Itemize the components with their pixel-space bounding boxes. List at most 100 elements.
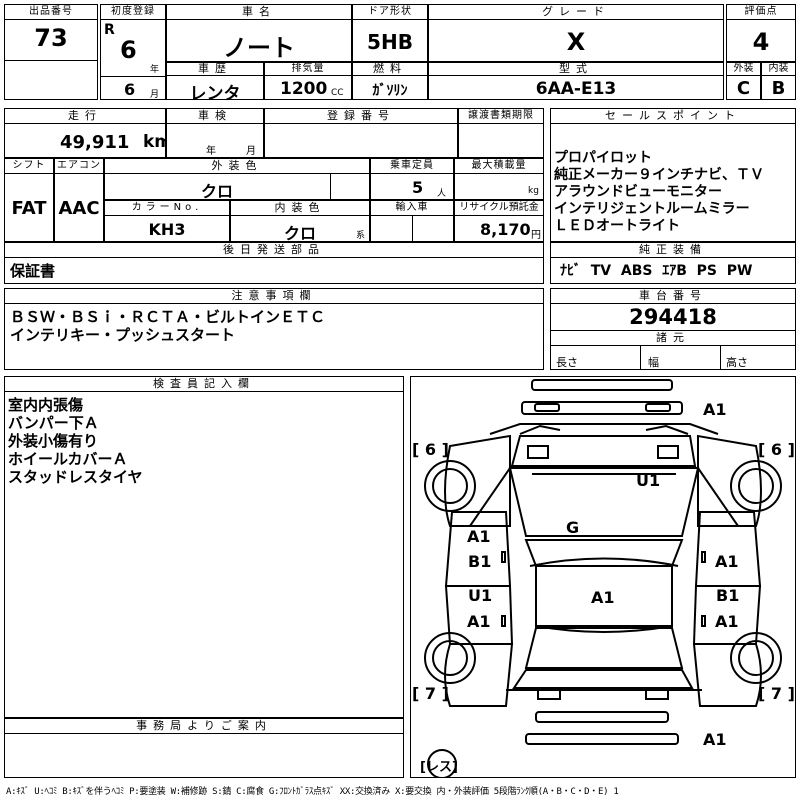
color-label: 外装色 — [104, 158, 370, 174]
score-label: 評価点 — [726, 4, 796, 20]
era: R — [104, 22, 115, 38]
sales-point-line: ＬＥＤオートライト — [554, 218, 680, 234]
displacement: 1200 — [280, 79, 328, 99]
shift: FAT — [11, 198, 47, 219]
interior-color-unit: 系 — [356, 231, 366, 241]
mark-roof: A1 — [591, 588, 615, 607]
mark-hood: U1 — [636, 471, 661, 490]
specs-divider-2 — [720, 346, 721, 370]
year-unit: 年 — [150, 65, 160, 75]
notes-line: ＢＳＷ・ＢＳｉ・ＲＣＴＡ・ビルトインＥＴＣ — [10, 308, 326, 326]
height-label: 高さ — [726, 356, 748, 369]
capacity-label: 乗車定員 — [370, 158, 454, 174]
car-outline-diagram — [424, 379, 782, 778]
inspector-line: バンパー下Ａ — [8, 414, 99, 432]
interior-score: B — [771, 78, 786, 99]
color-no-label: カラーNo. — [104, 200, 230, 216]
import-divider — [412, 216, 413, 242]
interior-color: クロ — [283, 224, 316, 243]
mark-left-front-door-a: A1 — [467, 527, 491, 546]
sales-point-line: プロパイロット — [554, 150, 652, 166]
later-parts-label: 後日発送部品 — [4, 242, 544, 258]
specs-divider-1 — [640, 346, 641, 370]
mark-right-rear-door-b: A1 — [715, 612, 739, 631]
equipment-label: 純正装備 — [550, 242, 796, 258]
front-left-tire-label: [ 6 ] — [412, 440, 449, 459]
notes-line: インテリキー・プッシュスタート — [10, 326, 236, 344]
door-label: ドア形状 — [352, 4, 428, 20]
mark-right-front-door: A1 — [715, 552, 739, 571]
chassis-label: 車台番号 — [550, 288, 796, 304]
front-right-tire-label: [ 6 ] — [758, 440, 795, 459]
fuel: ｶﾞｿﾘﾝ — [372, 83, 408, 99]
exterior-score: C — [736, 78, 751, 99]
ac-label: エアコン — [54, 158, 104, 174]
mileage-label: 走行 — [4, 108, 166, 124]
sales-point-line: インテリジェントルームミラー — [554, 201, 750, 217]
legend: A:ｷｽﾞ U:ﾍｺﾐ B:ｷｽﾞを伴うﾍｺﾐ P:要塗装 W:補修跡 S:錆 … — [6, 787, 619, 797]
first-reg-divider — [100, 76, 166, 77]
inspector-label: 検査員記入欄 — [4, 376, 404, 392]
sales-point-box — [550, 108, 796, 242]
transfer-label: 譲渡書類期限 — [458, 108, 544, 124]
model-label: 型式 — [428, 62, 724, 76]
chassis-number: 294418 — [629, 305, 717, 329]
later-parts: 保証書 — [10, 262, 56, 280]
fuel-label: 燃料 — [352, 62, 428, 76]
recycle-unit: 円 — [531, 230, 541, 241]
color: クロ — [200, 182, 233, 201]
mileage: 49,911 — [60, 132, 130, 153]
registration-month: 6 — [124, 80, 136, 99]
mark-left-rear-door-a: U1 — [468, 586, 493, 605]
sales-point-label: セールスポイント — [550, 108, 796, 124]
sales-point-line: アラウンドビューモニター — [554, 184, 722, 200]
first-registration-label: 初度登録 — [100, 4, 166, 20]
interior-label: 内装 — [761, 62, 796, 76]
mileage-unit: km — [143, 132, 173, 152]
rear-left-tire-label: [ 7 ] — [412, 684, 449, 703]
notes-label: 注意事項欄 — [4, 288, 544, 304]
lot-number: 73 — [34, 24, 68, 52]
lot-divider — [4, 60, 98, 61]
score: 4 — [752, 28, 770, 56]
load-label: 最大積載量 — [454, 158, 544, 174]
inspector-line: スタッドレスタイヤ — [8, 468, 143, 486]
spare-tire-label: [レス] — [420, 760, 458, 775]
inspection-month-unit: 月 — [246, 146, 256, 157]
car-name-label: 車名 — [166, 4, 352, 20]
mark-left-rear-door-b: A1 — [467, 612, 491, 631]
load-unit: kg — [528, 186, 539, 196]
shift-label: シフト — [4, 158, 54, 174]
displacement-unit: CC — [331, 88, 344, 98]
import-label: 輸入車 — [370, 200, 454, 216]
color-no: KH3 — [148, 220, 186, 239]
month-unit: 月 — [150, 90, 160, 100]
registration-number-label: 登録番号 — [264, 108, 458, 124]
width-label: 幅 — [648, 356, 659, 369]
mark-right-rear-door-a: B1 — [716, 586, 740, 605]
equipment: ﾅﾋﾞ TV ABS ｴｱB PS PW — [560, 263, 753, 279]
capacity-unit: 人 — [437, 189, 447, 199]
inspector-line: ホイールカバーＡ — [8, 450, 128, 468]
grade-label: グレード — [428, 4, 724, 20]
inspector-line: 外装小傷有り — [8, 432, 99, 450]
model: 6AA-E13 — [535, 79, 617, 99]
registration-year: 6 — [120, 36, 137, 64]
office-label: 事務局よりご案内 — [4, 718, 404, 734]
mark-front-right: A1 — [703, 400, 727, 419]
length-label: 長さ — [556, 356, 578, 369]
recycle: 8,170 — [480, 220, 531, 239]
mark-left-front-door-b: B1 — [468, 552, 492, 571]
car-name: ノート — [223, 34, 295, 62]
first-registration-box — [100, 4, 166, 100]
inspection-year-unit: 年 — [206, 146, 216, 157]
sales-point-line: 純正メーカー９インチナビ、ＴＶ — [554, 167, 764, 183]
grade: X — [566, 28, 586, 56]
door-type: 5HB — [367, 30, 413, 54]
history-label: 車歴 — [166, 62, 264, 76]
color-divider — [330, 174, 331, 200]
lot-number-label: 出品番号 — [4, 4, 98, 20]
